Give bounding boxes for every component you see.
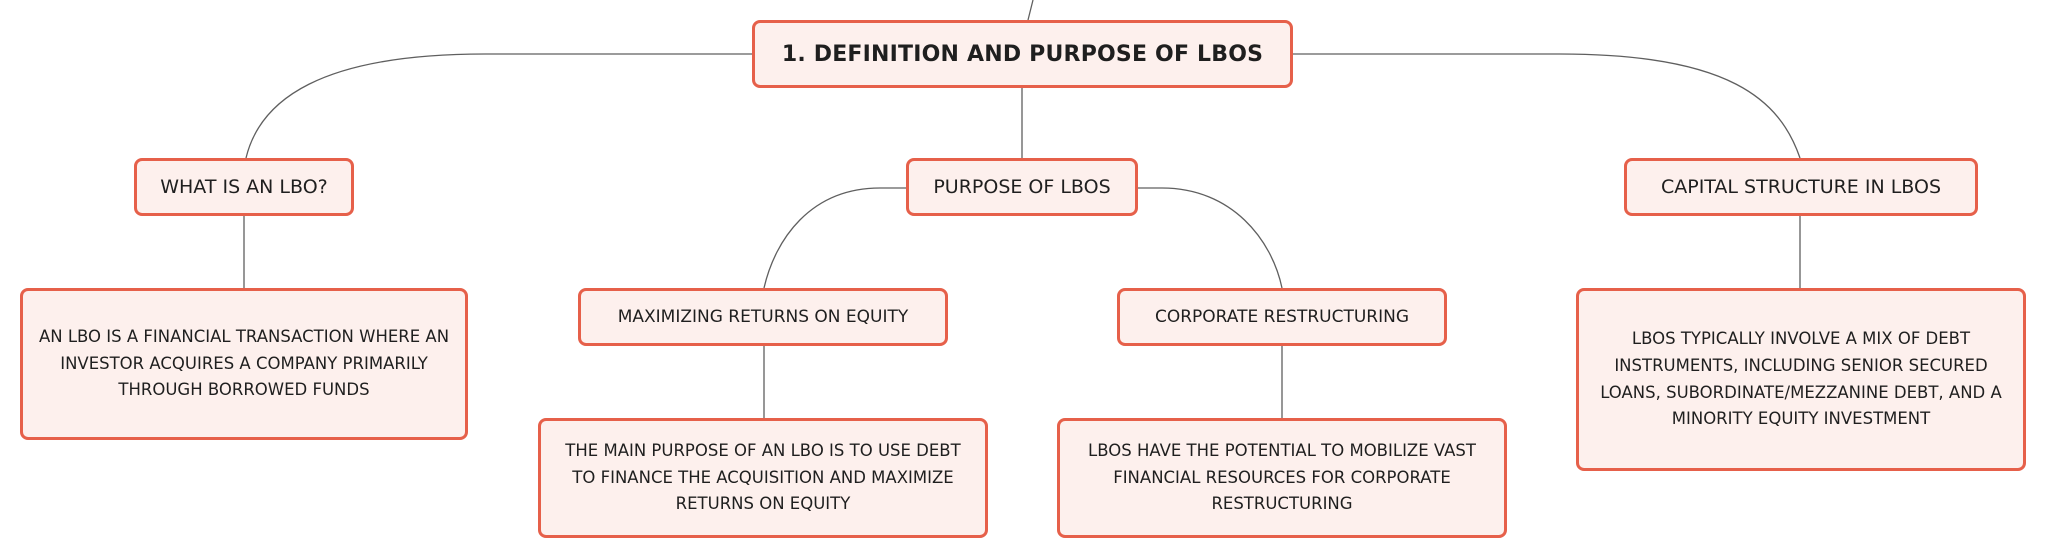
topic-capital-structure[interactable]: CAPITAL STRUCTURE IN LBOS [1624,158,1978,216]
subtopic-maximizing-returns-label: MAXIMIZING RETURNS ON EQUITY [617,307,909,327]
connector-root-what-is [245,53,752,159]
subtopic-corporate-restructuring-label: CORPORATE RESTRUCTURING [1154,307,1410,327]
subtopic-maximizing-returns[interactable]: MAXIMIZING RETURNS ON EQUITY [578,288,948,346]
subtopic-corporate-restructuring[interactable]: CORPORATE RESTRUCTURING [1117,288,1447,346]
detail-what-is-lbo-text: AN LBO IS A FINANCIAL TRANSACTION WHERE … [38,326,450,400]
connector-incoming-root [1027,0,1034,21]
detail-corporate-restructuring-text: LBOS HAVE THE POTENTIAL TO MOBILIZE VAST… [1088,440,1476,514]
root-topic-node[interactable]: 1. DEFINITION AND PURPOSE OF LBOS [752,20,1293,88]
detail-maximizing-returns[interactable]: THE MAIN PURPOSE OF AN LBO IS TO USE DEB… [538,418,988,538]
topic-what-is-lbo[interactable]: WHAT IS AN LBO? [134,158,354,216]
connector-purpose-returns [763,187,906,289]
topic-purpose-of-lbos[interactable]: PURPOSE OF LBOS [906,158,1138,216]
detail-capital-structure-text: LBOS TYPICALLY INVOLVE A MIX OF DEBT INS… [1600,329,2002,429]
connector-purpose-restructuring [1138,187,1283,289]
root-topic-label: 1. DEFINITION AND PURPOSE OF LBOS [781,41,1264,67]
detail-maximizing-returns-text: THE MAIN PURPOSE OF AN LBO IS TO USE DEB… [565,440,961,514]
detail-corporate-restructuring[interactable]: LBOS HAVE THE POTENTIAL TO MOBILIZE VAST… [1057,418,1507,538]
topic-purpose-of-lbos-label: PURPOSE OF LBOS [933,176,1111,198]
topic-capital-structure-label: CAPITAL STRUCTURE IN LBOS [1660,176,1942,198]
detail-capital-structure[interactable]: LBOS TYPICALLY INVOLVE A MIX OF DEBT INS… [1576,288,2026,471]
detail-what-is-lbo[interactable]: AN LBO IS A FINANCIAL TRANSACTION WHERE … [20,288,468,440]
connector-root-capital [1292,53,1801,159]
topic-what-is-lbo-label: WHAT IS AN LBO? [160,176,328,198]
